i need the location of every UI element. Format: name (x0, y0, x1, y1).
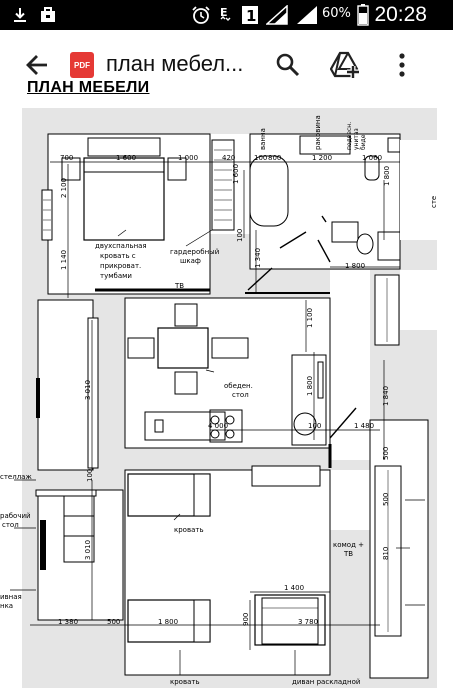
closet-label-line2: нка (0, 602, 13, 610)
room-left-mid (38, 300, 93, 470)
data-e-icon: E (218, 5, 232, 25)
bed-label-line4: тумбами (100, 272, 132, 280)
battery-percent: 60% (322, 6, 351, 21)
dim-label: 100 (308, 422, 321, 430)
toilet-2-shape (356, 233, 374, 255)
desk-label-line1: рабочий (0, 512, 31, 520)
dim-label: 1 800 (383, 166, 391, 186)
dim-label: 100 (236, 229, 244, 242)
dim-label: 1 800 (345, 262, 365, 270)
dim-label: 1 380 (58, 618, 78, 626)
wardrobe-shape (211, 139, 235, 231)
bed-label-line2: кровать с (100, 252, 136, 260)
dim-label: 1 060 (362, 154, 382, 162)
toilet-label-line2: унитаз (353, 128, 360, 150)
kids-bed-label-2: кровать (170, 678, 200, 686)
nightstand-left (61, 157, 81, 181)
wardrobe-label-line1: гардеробный (170, 248, 219, 256)
download-icon (10, 5, 30, 25)
desk-label-line2: стол (2, 521, 19, 529)
dim-label: 100 (86, 469, 94, 482)
dim-label: 1 200 (312, 154, 332, 162)
more-options-button[interactable] (386, 49, 418, 81)
dim-label: 1 140 (60, 250, 68, 270)
rack-label: стеллаж (0, 473, 32, 481)
svg-text:1: 1 (246, 7, 256, 25)
dim-label: 420 (222, 154, 235, 162)
dining-label-line2: стол (232, 391, 249, 399)
bath-label: ванна (259, 128, 267, 150)
bathtub (249, 155, 289, 227)
closet-label-line1: ивная (0, 593, 22, 601)
dining-table (157, 327, 209, 369)
document-title: план мебел... (106, 51, 244, 76)
sofa-label: диван раскладной (292, 678, 360, 686)
search-icon (276, 53, 300, 77)
dim-label: 1 100 (306, 308, 314, 328)
signal-2-icon (296, 5, 318, 25)
pdf-badge-label: PDF (74, 60, 90, 70)
dim-label: 800 (268, 154, 281, 162)
dim-label: 4 000 (208, 422, 228, 430)
dim-label: 100 (254, 154, 267, 162)
sink-counter (299, 135, 351, 155)
sim-1-icon: 1 (240, 5, 260, 25)
dim-label: 1 600 (116, 154, 136, 162)
dim-label: 3 780 (298, 618, 318, 626)
dim-label: 500 (382, 447, 390, 460)
wardrobe-label-line2: шкаф (180, 257, 201, 265)
bed-label-line1: двухспальная (95, 242, 147, 250)
tv-label: ТВ (174, 282, 184, 290)
shower-tray (331, 221, 359, 243)
briefcase-icon (38, 5, 58, 25)
dim-label: 700 (60, 154, 73, 162)
headboard (87, 137, 161, 157)
clock: 20:28 (374, 3, 427, 26)
dim-label: 1 340 (254, 248, 262, 268)
app-toolbar: PDF план мебел... (0, 30, 453, 98)
nightstand-right (167, 157, 187, 181)
chest-label-line1: комод + (333, 541, 364, 549)
dim-label: 1 800 (306, 376, 314, 396)
alarm-icon (190, 5, 212, 25)
double-bed (83, 157, 165, 241)
right-wall-label: сте (430, 196, 438, 208)
toilet-label-line3: биде (360, 134, 367, 150)
dim-label: 1 480 (354, 422, 374, 430)
search-button[interactable] (272, 49, 304, 81)
dim-label: 1 600 (232, 164, 240, 184)
drive-add-icon (330, 51, 359, 78)
dim-label: 1 840 (382, 386, 390, 406)
back-button[interactable] (22, 50, 52, 80)
round-sink (293, 412, 317, 436)
status-bar: E 1 60% 20:28 (0, 0, 453, 30)
more-vert-icon (399, 53, 405, 77)
toilet-label-line1: подвесн. (346, 122, 353, 150)
back-arrow-icon (26, 55, 47, 75)
dim-label: 1 400 (284, 584, 304, 592)
dim-label: 810 (382, 547, 390, 560)
bed-label-line3: прикроват. (100, 262, 141, 270)
signal-icon (266, 5, 288, 25)
room-hall (330, 270, 370, 460)
dim-label: 3 010 (84, 540, 92, 560)
dim-label: 3 010 (84, 380, 92, 400)
dim-label: 500 (107, 618, 120, 626)
add-to-drive-button[interactable] (329, 49, 361, 81)
dim-label: 900 (242, 613, 250, 626)
battery-icon (357, 4, 369, 26)
dining-label-line1: обеден. (224, 382, 253, 390)
kids-bed-label-1: кровать (174, 526, 204, 534)
svg-text:E: E (220, 6, 228, 19)
dim-label: 1 000 (178, 154, 198, 162)
dim-label: 500 (382, 493, 390, 506)
chest-label-line2: ТВ (343, 550, 353, 558)
sink-label: раковина (314, 115, 322, 150)
floor-plan-drawing: 700 1 600 1 000 420 100 800 1 200 1 060 … (0, 108, 453, 688)
dim-label: 2 100 (60, 178, 68, 198)
pdf-file-icon: PDF (70, 52, 94, 78)
plan-title: ПЛАН МЕБЕЛИ (27, 79, 150, 96)
dim-label: 1 800 (158, 618, 178, 626)
